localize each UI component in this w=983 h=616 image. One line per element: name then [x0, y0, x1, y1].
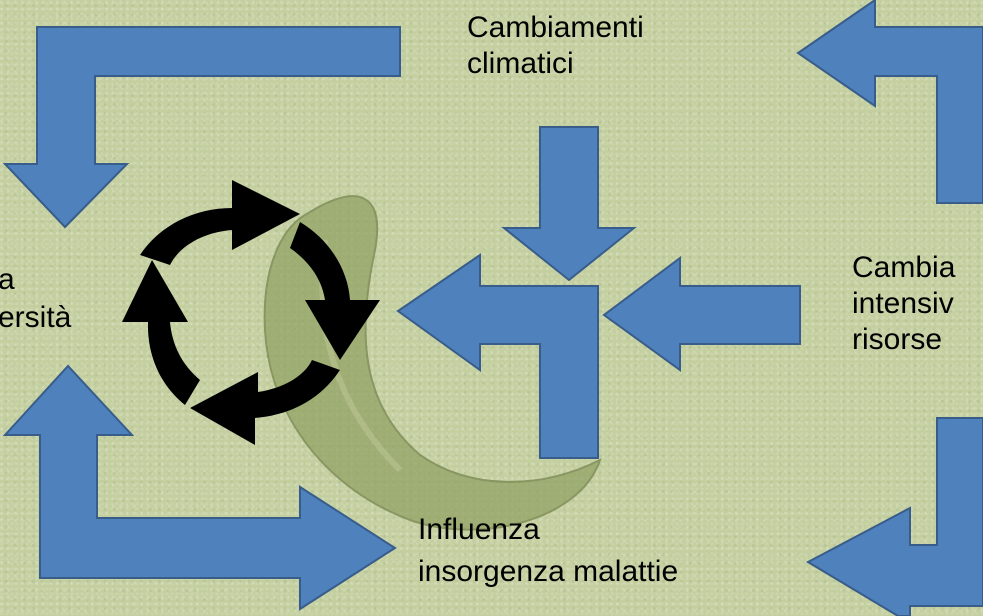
- cycle-arrow-left: [122, 260, 200, 405]
- cycle-arrow-bottom: [190, 360, 340, 445]
- arrow-right-to-center: [602, 256, 801, 372]
- arrow-center-down: [501, 126, 637, 282]
- arrow-top-left-down: [2, 26, 401, 229]
- arrow-center-left: [396, 253, 599, 459]
- label-biodiversity: a ersità: [0, 263, 72, 334]
- arrow-bottom-right-left: [805, 417, 983, 616]
- cycle-arrows: [122, 180, 380, 445]
- cycle-arrow-top: [140, 180, 300, 265]
- label-climate-change: Cambiamenti climatici: [467, 11, 644, 80]
- arrow-bottom-left: [2, 364, 397, 611]
- arrow-top-right-left: [796, 0, 983, 204]
- label-disease-influence: Influenza insorgenza malattie: [418, 513, 679, 588]
- cycle-arrow-right: [290, 222, 380, 360]
- label-intensive-use: Cambia intensiv risorse: [852, 251, 956, 356]
